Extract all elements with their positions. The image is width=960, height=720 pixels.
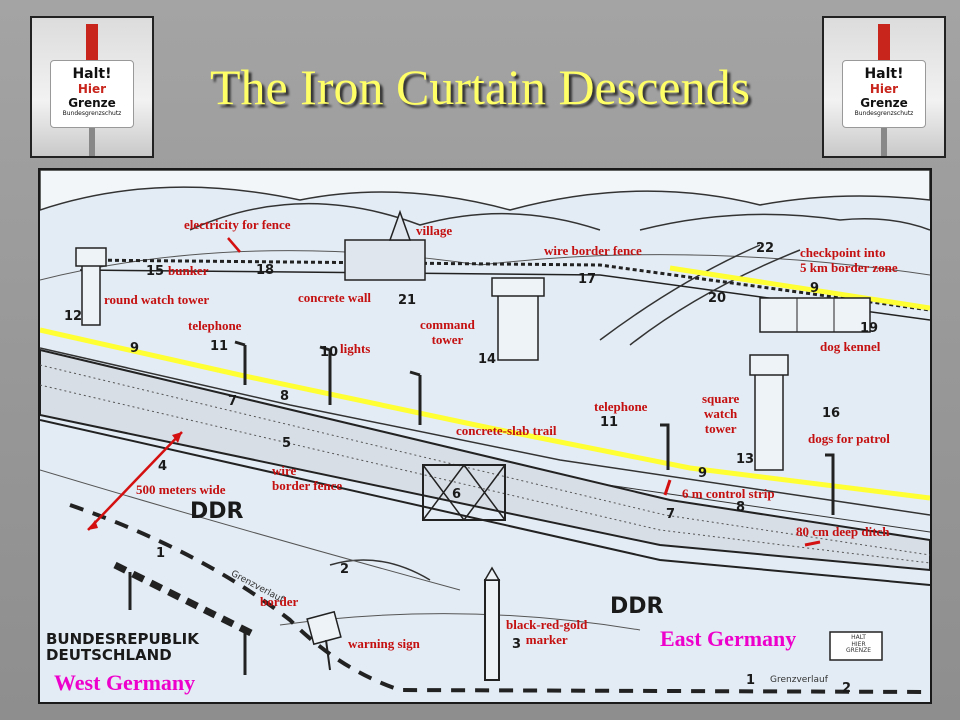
sign-post-top — [878, 24, 890, 68]
label-round-watch-tower: round watch tower — [104, 292, 210, 307]
slide-title: The Iron Curtain Descends — [209, 59, 751, 115]
halt-sign: Halt! Hier Grenze Bundesgrenzschutz — [50, 60, 134, 128]
label-concrete-wall: concrete wall — [298, 290, 372, 305]
callout-3: 3 — [512, 637, 522, 652]
label-wire-border-fence-top: wire border fence — [544, 243, 642, 258]
east-germany-label: East Germany — [660, 626, 797, 651]
label-dogs-for-patrol: dogs for patrol — [808, 431, 890, 446]
callout-15: 15 — [146, 264, 165, 279]
label-control-strip: 6 m control strip — [682, 486, 775, 501]
callout-1-right: 1 — [746, 673, 756, 688]
callout-7-mid: 7 — [666, 507, 676, 522]
ddr-label-left: DDR — [190, 499, 244, 524]
sign-line-agency: Bundesgrenzschutz — [854, 110, 914, 117]
callout-9-left: 9 — [130, 341, 140, 356]
callout-16: 16 — [822, 406, 841, 421]
label-village: village — [416, 223, 453, 238]
mini-halt-sign-label: HALT HIER GRENZE — [846, 634, 871, 655]
label-square-watch-tower: square watch tower — [702, 391, 740, 436]
sign-line-hier: Hier — [77, 82, 107, 96]
label-marker: black-red-gold marker — [506, 617, 588, 647]
sign-line-halt: Halt! — [864, 66, 904, 82]
callout-9-top: 9 — [810, 281, 820, 296]
callout-2-right: 2 — [842, 681, 852, 696]
label-border: border — [260, 594, 299, 609]
callout-20: 20 — [708, 291, 727, 306]
callout-19: 19 — [860, 321, 879, 336]
callout-2-left: 2 — [340, 562, 350, 577]
callout-12: 12 — [64, 309, 83, 324]
callout-8-left: 8 — [280, 389, 290, 404]
callout-17: 17 — [578, 272, 597, 287]
label-dog-kennel: dog kennel — [820, 339, 881, 354]
callout-5: 5 — [282, 436, 292, 451]
callout-10: 10 — [320, 345, 339, 360]
label-bunker: bunker — [168, 263, 209, 278]
callout-9-mid: 9 — [698, 466, 708, 481]
label-electricity-for-fence: electricity for fence — [184, 217, 291, 232]
callout-22: 22 — [756, 241, 775, 256]
label-telephone-left: telephone — [188, 318, 242, 333]
label-command-tower: command tower — [420, 317, 475, 347]
sign-line-grenze: Grenze — [860, 96, 908, 110]
callout-8-mid: 8 — [736, 500, 746, 515]
label-500-meters-wide: 500 meters wide — [136, 482, 226, 497]
label-concrete-slab-trail: concrete-slab trail — [456, 423, 557, 438]
sign-pole — [881, 118, 887, 156]
grenzverlauf-label-b: Grenzverlauf — [770, 675, 828, 685]
sign-line-agency: Bundesgrenzschutz — [62, 110, 122, 117]
callout-14: 14 — [478, 352, 497, 367]
label-telephone-mid: telephone — [594, 399, 648, 414]
sign-post-top — [86, 24, 98, 68]
callout-11-mid: 11 — [600, 415, 619, 430]
diagram-drawing — [40, 170, 930, 694]
west-germany-label: West Germany — [54, 670, 196, 695]
ddr-label-right: DDR — [610, 594, 664, 619]
callout-1-left: 1 — [156, 546, 166, 561]
label-wire-border-fence-mid: wire border fence — [272, 463, 343, 493]
label-warning-sign: warning sign — [348, 636, 420, 651]
label-deep-ditch: 80 cm deep ditch — [796, 524, 890, 539]
label-lights: lights — [340, 341, 371, 356]
callout-11-left: 11 — [210, 339, 229, 354]
callout-18: 18 — [256, 263, 275, 278]
sign-pole — [89, 118, 95, 156]
border-sign-photo-left: Halt! Hier Grenze Bundesgrenzschutz — [30, 16, 154, 158]
callout-21: 21 — [398, 293, 417, 308]
sign-line-halt: Halt! — [72, 66, 112, 82]
halt-sign: Halt! Hier Grenze Bundesgrenzschutz — [842, 60, 926, 128]
sign-line-hier: Hier — [869, 82, 899, 96]
border-sign-photo-right: Halt! Hier Grenze Bundesgrenzschutz — [822, 16, 946, 158]
border-zone-diagram: electricity for fence village bunker wir… — [38, 168, 932, 704]
callout-4: 4 — [158, 459, 168, 474]
callout-7-left: 7 — [228, 394, 238, 409]
brd-label: BUNDESREPUBLIK DEUTSCHLAND — [46, 630, 199, 664]
label-checkpoint: checkpoint into 5 km border zone — [800, 245, 898, 275]
sign-line-grenze: Grenze — [68, 96, 116, 110]
callout-6: 6 — [452, 487, 462, 502]
callout-13: 13 — [736, 452, 755, 467]
